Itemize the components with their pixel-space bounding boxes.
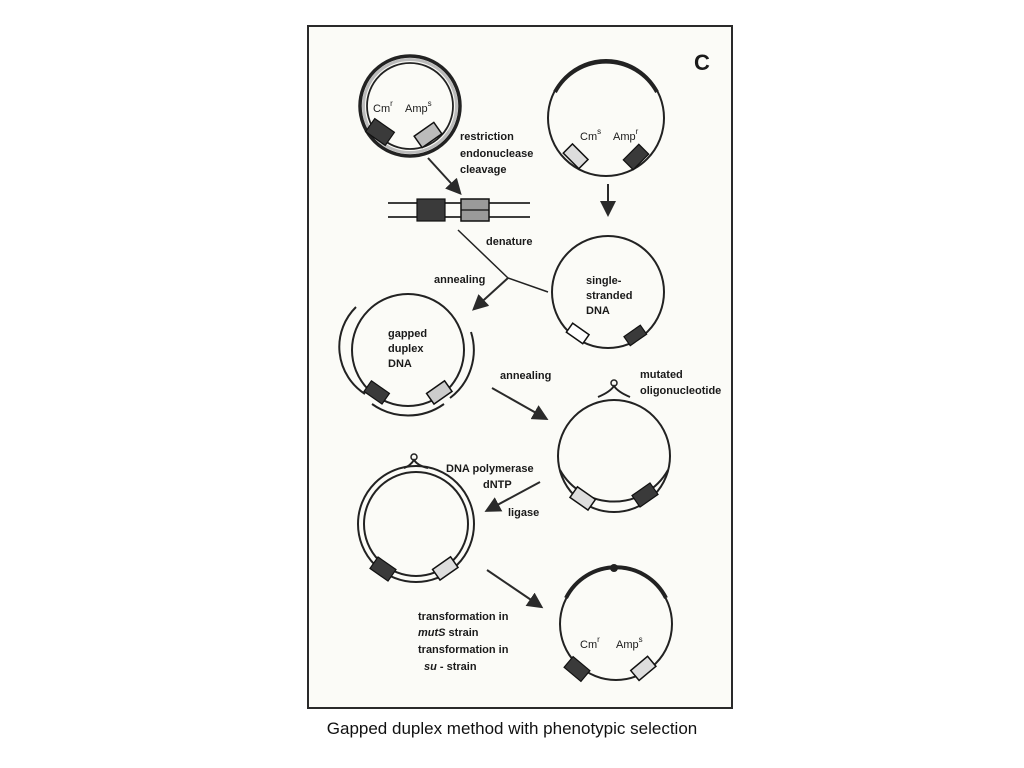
label-cm-sup: r: [597, 635, 600, 644]
marker-filled: [622, 143, 650, 171]
label-amp: Amp: [616, 639, 639, 651]
label-ligase: ligase: [508, 507, 539, 519]
svg-text:mutS strain: mutS strain: [418, 627, 479, 639]
label-su-strain: - strain: [437, 661, 477, 673]
marker-filled: [369, 556, 397, 582]
label-su: su: [424, 661, 437, 673]
label-transformation-1: transformation in: [418, 611, 509, 623]
plasmid-cms-ampr: Cms Ampr: [547, 59, 665, 177]
linear-duplex-fragment: [388, 198, 530, 222]
marker-open: [425, 379, 454, 406]
svg-text:Cms: Cms: [580, 127, 601, 143]
label-restriction: restriction: [460, 131, 514, 143]
label-cm-sup: s: [597, 127, 601, 136]
marker-filled: [363, 379, 391, 405]
label-dna: DNA: [586, 305, 610, 317]
filled-duplex: [357, 453, 475, 583]
svg-text:Cmr: Cmr: [580, 635, 600, 651]
label-cleavage: cleavage: [460, 164, 506, 176]
arrow-transformation: [486, 569, 544, 609]
marker-open: [565, 322, 591, 345]
marker-open: [568, 485, 597, 512]
label-amp-sup: s: [428, 99, 432, 108]
fork-to-single: [507, 277, 549, 293]
gapped-duplex-dna: gapped duplex DNA: [338, 293, 475, 417]
annealed-gapped-duplex: [557, 399, 671, 513]
label-stranded: stranded: [586, 290, 632, 302]
marker-filled: [416, 198, 446, 222]
marker-open: [562, 142, 590, 170]
marker-filled: [631, 482, 659, 508]
label-cm: Cm: [580, 639, 597, 651]
svg-text:Amps: Amps: [616, 635, 643, 651]
label-endonuclease: endonuclease: [460, 148, 533, 160]
denature-line: [457, 229, 509, 279]
arrow-cleavage: [427, 157, 462, 195]
label-dntp: dNTP: [483, 479, 512, 491]
label-annealing-2: annealing: [500, 370, 551, 382]
label-single: single-: [586, 275, 622, 287]
svg-text:su - strain: su - strain: [424, 661, 477, 673]
label-denature: denature: [486, 236, 532, 248]
label-muts-strain: strain: [446, 627, 479, 639]
marker-open: [431, 555, 460, 582]
marker-filled: [364, 117, 396, 147]
label-mutated: mutated: [640, 369, 683, 381]
label-annealing-1: annealing: [434, 274, 485, 286]
label-cm: Cm: [373, 103, 390, 115]
label-cm: Cm: [580, 131, 597, 143]
marker-filled: [563, 655, 591, 683]
arrow-polymerase: [484, 481, 541, 512]
label-amp-sup: r: [636, 127, 639, 136]
label-amp: Amp: [405, 103, 428, 115]
label-oligonucleotide: oligonucleotide: [640, 385, 721, 397]
label-amp-sup: s: [639, 635, 643, 644]
label-duplex: duplex: [388, 343, 424, 355]
arrow-annealing-1: [472, 277, 509, 311]
panel-letter: C: [694, 50, 710, 75]
plasmid-cmr-amps: Cmr Amps: [358, 54, 462, 158]
svg-text:Ampr: Ampr: [613, 127, 639, 143]
arrow-annealing-2: [491, 387, 549, 420]
final-mutant-plasmid: Cmr Amps: [559, 564, 673, 683]
label-gapped: gapped: [388, 328, 427, 340]
svg-text:Cmr: Cmr: [373, 99, 393, 115]
mutated-oligonucleotide: mutated oligonucleotide: [597, 369, 721, 398]
label-cm-sup: r: [390, 99, 393, 108]
svg-text:Amps: Amps: [405, 99, 432, 115]
label-gapped-dna: DNA: [388, 358, 412, 370]
figure-caption: Gapped duplex method with phenotypic sel…: [326, 719, 698, 738]
marker-open: [629, 655, 657, 682]
label-polymerase: DNA polymerase: [446, 463, 534, 475]
label-muts: mutS: [418, 627, 446, 639]
single-stranded-dna: single- stranded DNA: [551, 235, 665, 349]
label-transformation-2: transformation in: [418, 644, 509, 656]
marker-filled: [623, 324, 648, 347]
label-amp: Amp: [613, 131, 636, 143]
marker-open: [413, 121, 443, 149]
